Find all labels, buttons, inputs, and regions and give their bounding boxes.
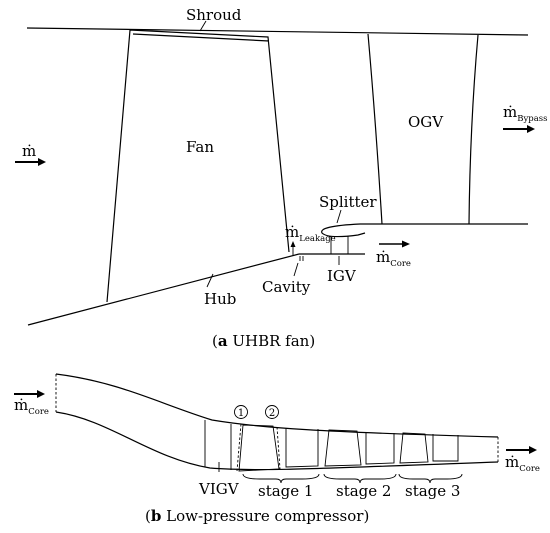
caption-b: (b Low-pressure compressor) bbox=[145, 507, 369, 525]
leakage-arrowhead bbox=[290, 241, 296, 247]
plane-1-marker bbox=[234, 405, 248, 419]
core-inlet-flow-label: ṁCore bbox=[14, 396, 49, 417]
core-outlet-flow-label: ṁCore bbox=[505, 453, 540, 474]
uhbr-fan-diagram: Shroud Fan OGV Hub Splitter IGV Cavity ṁ… bbox=[15, 6, 548, 326]
stage-3-brace bbox=[398, 473, 463, 484]
vigv-vane bbox=[204, 420, 232, 470]
hub-leader bbox=[206, 273, 214, 288]
stage-2-stator bbox=[365, 432, 395, 465]
plane-2-label: 2 bbox=[269, 408, 275, 419]
stage-1-brace bbox=[242, 473, 320, 484]
splitter-nose bbox=[321, 223, 528, 238]
cavity-leader bbox=[293, 262, 299, 277]
caption-a: (a UHBR fan) bbox=[212, 332, 315, 350]
vigv-label: VIGV bbox=[198, 480, 240, 498]
core-outlet-arrowhead bbox=[529, 446, 537, 454]
inlet-flow-label: ṁ bbox=[22, 142, 36, 160]
shroud-label: Shroud bbox=[186, 6, 242, 24]
fan-blade bbox=[106, 29, 290, 303]
stage-3-rotor bbox=[399, 432, 429, 464]
core-inlet-arrowhead bbox=[37, 390, 45, 398]
plane-2-marker bbox=[265, 405, 279, 419]
lp-compressor-diagram: VIGV 1 2 stage 1 stage 2 stage 3 ṁCore bbox=[14, 373, 540, 500]
stage-1-rotor bbox=[238, 424, 280, 472]
stage-2-rotor bbox=[324, 429, 362, 467]
stage-1-stator bbox=[285, 428, 319, 468]
igv-label: IGV bbox=[327, 267, 357, 285]
cavity-slot bbox=[299, 256, 304, 261]
hub-wall bbox=[55, 411, 499, 471]
bypass-flow-label: ṁBypass bbox=[503, 103, 548, 124]
casing-wall bbox=[55, 373, 499, 438]
stage-2-brace bbox=[323, 473, 397, 484]
cavity-label: Cavity bbox=[262, 278, 311, 296]
plane-1-label: 1 bbox=[238, 408, 244, 419]
core-flow-label: ṁCore bbox=[376, 248, 411, 269]
stage-1-label: stage 1 bbox=[258, 482, 313, 500]
ogv-label: OGV bbox=[408, 113, 444, 131]
igv-vane bbox=[330, 236, 349, 254]
fan-label: Fan bbox=[186, 138, 214, 156]
shroud-line bbox=[26, 27, 529, 36]
ogv-vane bbox=[367, 33, 479, 225]
leakage-flow-label: ṁLeakage bbox=[285, 223, 336, 244]
hub-label: Hub bbox=[204, 290, 236, 308]
stage-2-label: stage 2 bbox=[336, 482, 391, 500]
plane-1-line bbox=[236, 423, 242, 472]
stage-3-label: stage 3 bbox=[405, 482, 460, 500]
splitter-label: Splitter bbox=[319, 193, 377, 211]
inlet-arrowhead bbox=[38, 158, 46, 166]
splitter-leader bbox=[336, 209, 342, 224]
bypass-arrowhead bbox=[527, 125, 535, 133]
shroud-leader bbox=[199, 20, 207, 32]
stage-3-stator bbox=[432, 434, 459, 462]
hub-line bbox=[27, 253, 300, 326]
core-arrowhead bbox=[402, 240, 410, 248]
